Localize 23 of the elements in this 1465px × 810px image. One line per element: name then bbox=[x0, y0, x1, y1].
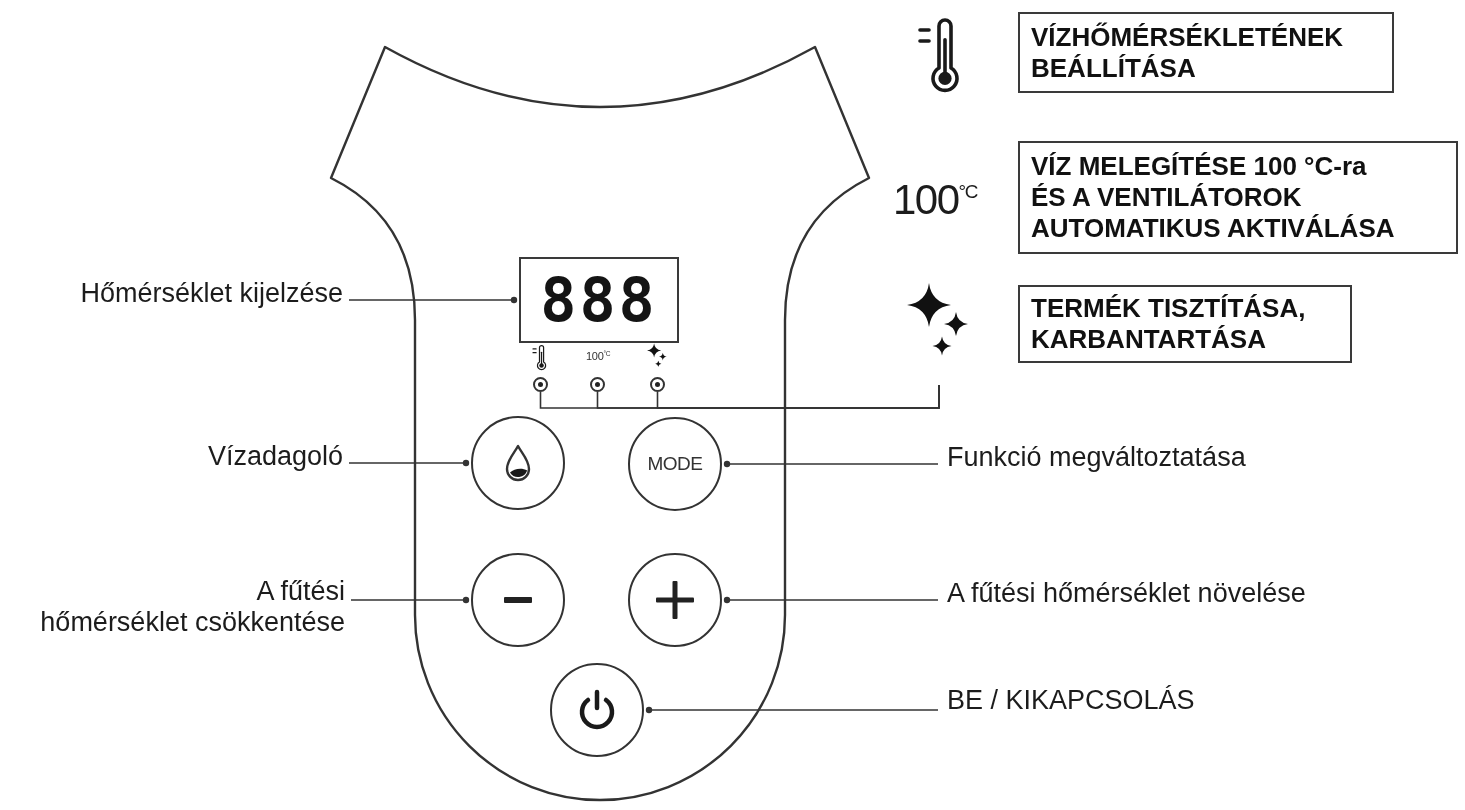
description-box: VÍZHŐMÉRSÉKLETÉNEK BEÁLLÍTÁSA bbox=[1018, 12, 1394, 93]
callout-label: Funkció megváltoztatása bbox=[947, 442, 1246, 473]
callout-label: A fűtési hőmérséklet csökkentése bbox=[40, 576, 345, 638]
mode-button: MODE bbox=[628, 417, 722, 511]
leader-line bbox=[656, 384, 940, 409]
description-box: VÍZ MELEGÍTÉSE 100 °C-ra ÉS A VENTILÁTOROK AUTOMATIKUS AKTIVÁLÁSA bbox=[1018, 141, 1458, 254]
description-box: TERMÉK TISZTÍTÁSA, KARBANTARTÁSA bbox=[1018, 285, 1352, 363]
callout-label: Hőmérséklet kijelzése bbox=[80, 278, 343, 309]
temperature-label: 100$^{°C}$ bbox=[586, 350, 611, 363]
callout-label: BE / KIKAPCSOLÁS bbox=[947, 685, 1195, 716]
indicator-led-icon bbox=[590, 377, 605, 392]
callout-label: Vízadagoló bbox=[207, 441, 343, 472]
leader-line bbox=[723, 460, 939, 468]
temperature-label: 100$^{°C}$ bbox=[893, 177, 977, 223]
leader-line bbox=[350, 596, 470, 604]
digital-display: 888 bbox=[519, 257, 679, 343]
callout-label: A fűtési hőmérséklet növelése bbox=[947, 578, 1306, 609]
indicator-led-icon bbox=[533, 377, 548, 392]
indicator-led-icon bbox=[650, 377, 665, 392]
leader-line bbox=[348, 296, 518, 304]
leader-line bbox=[348, 459, 470, 467]
leader-line bbox=[723, 596, 939, 604]
leader-line bbox=[645, 706, 939, 714]
